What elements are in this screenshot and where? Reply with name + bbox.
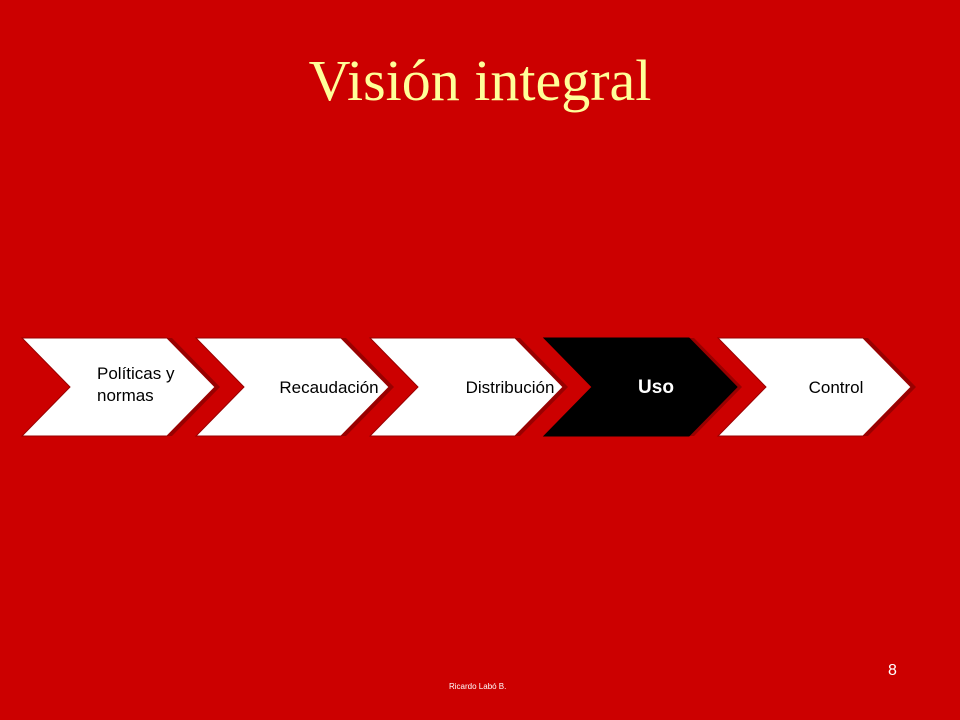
step-label-4: Uso (638, 377, 674, 398)
step-chevron-4 (542, 337, 738, 437)
page-number: 8 (888, 662, 897, 679)
step-label-3: Distribución (466, 378, 555, 397)
step-chevron-3 (368, 337, 564, 437)
step-label-line: Recaudación (279, 378, 378, 397)
footer-author: Ricardo Labó B. (449, 682, 507, 691)
step-label-1: Políticas y normas (97, 364, 175, 405)
step-label-line: Distribución (466, 378, 555, 397)
step-label-2: Recaudación (279, 378, 378, 397)
step-label-line: Control (809, 378, 864, 397)
step-labels: Políticas y normas Recaudación Distribución… (97, 364, 863, 405)
step-shapes (20, 337, 912, 437)
step-chevron-5 (716, 337, 912, 437)
step-label-line: Uso (638, 377, 674, 398)
step-label-5: Control (809, 378, 864, 397)
step-label-line: Políticas y (97, 364, 175, 383)
step-chevron-2 (194, 337, 390, 437)
step-chevron-1 (20, 337, 216, 437)
slide-title: Visión integral (308, 48, 652, 113)
step-label-line: normas (97, 386, 154, 405)
